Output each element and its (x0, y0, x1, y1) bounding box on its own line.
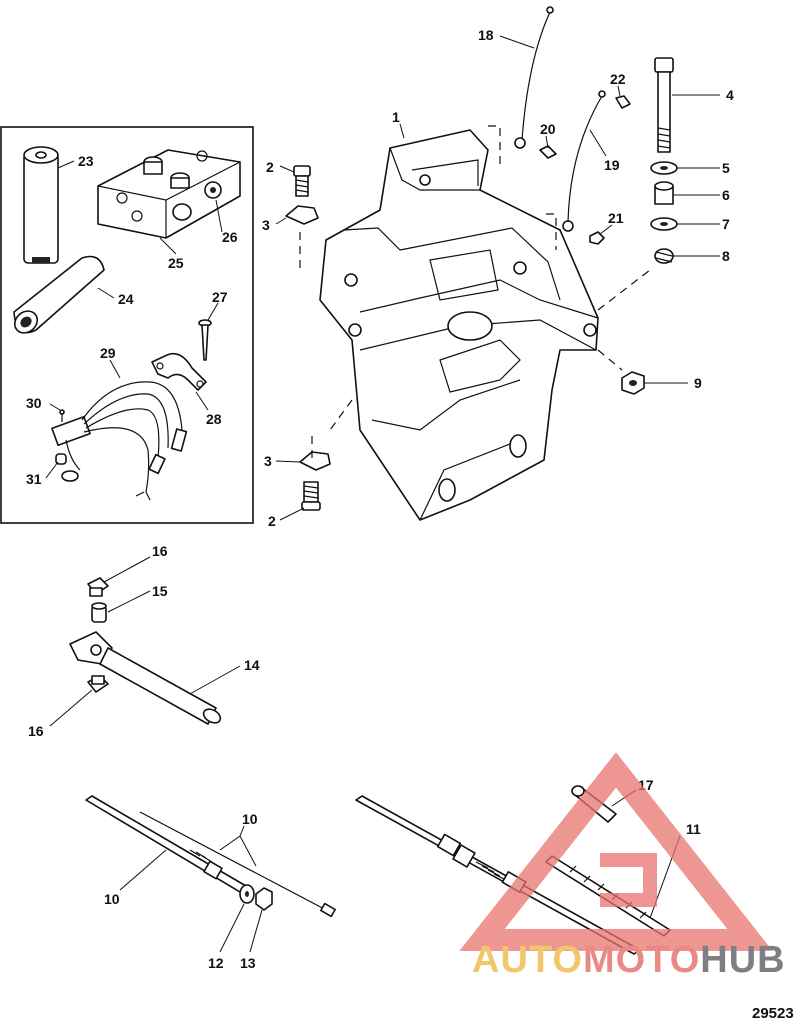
callout-4: 4 (726, 87, 734, 103)
assembly-line (488, 125, 501, 170)
callout-24: 24 (118, 291, 134, 307)
callout-20: 20 (540, 121, 556, 137)
callout-16-top: 16 (152, 543, 168, 559)
part-4-bolt (654, 57, 674, 153)
part-12-washer (239, 884, 255, 904)
assembly-line (546, 213, 557, 250)
callout-29: 29 (100, 345, 116, 361)
assembly-line (597, 269, 651, 311)
part-5-washer (650, 161, 678, 175)
watermark-text: AUTOMOTOHUB (472, 939, 786, 981)
part-3-clip-lower (299, 451, 331, 471)
part-23-cylinder (23, 146, 59, 264)
callout-10-left: 10 (104, 891, 120, 907)
part-9-nut (621, 371, 645, 395)
callout-5: 5 (722, 160, 730, 176)
callout-13: 13 (240, 955, 256, 971)
assembly-line (597, 349, 623, 371)
inset-box (0, 126, 254, 524)
callout-8: 8 (722, 248, 730, 264)
callout-3-upper: 3 (262, 217, 270, 233)
callout-23: 23 (78, 153, 94, 169)
callout-18: 18 (478, 27, 494, 43)
part-18-ground-strap (514, 6, 554, 149)
callout-19: 19 (604, 157, 620, 173)
callout-21: 21 (608, 210, 624, 226)
callout-14: 14 (244, 657, 260, 673)
part-29-wire-harness (51, 381, 188, 501)
callout-10-top: 10 (242, 811, 258, 827)
part-14-tube (69, 631, 222, 725)
callout-labels: 1 2 3 4 5 6 7 8 9 3 2 16 15 14 16 10 10 … (26, 27, 734, 971)
watermark-text-moto: MOTO (583, 939, 700, 981)
callout-31: 31 (26, 471, 42, 487)
part-22-screw (615, 95, 631, 109)
part-13-nut (255, 887, 273, 911)
callout-2-lower: 2 (268, 513, 276, 529)
callout-15: 15 (152, 583, 168, 599)
figure-number: 29523 (752, 1005, 794, 1022)
part-2-screw-upper (293, 165, 311, 197)
callout-6: 6 (722, 187, 730, 203)
part-10-rod-left (85, 795, 247, 893)
callout-3-lower: 3 (264, 453, 272, 469)
watermark-text-hub: HUB (700, 939, 785, 981)
callout-9: 9 (694, 375, 702, 391)
part-16-screw-top (87, 577, 109, 597)
part-27-screw (198, 319, 212, 361)
part-21-nut (589, 231, 605, 245)
callout-16-bottom: 16 (28, 723, 44, 739)
part-19-ground-strap (562, 90, 606, 232)
callout-1: 1 (392, 109, 400, 125)
part-1-mounting-bracket (319, 129, 599, 521)
part-25-valve-block (97, 149, 241, 239)
callout-12: 12 (208, 955, 224, 971)
part-15-insert (91, 602, 107, 623)
callout-22: 22 (610, 71, 626, 87)
callout-25: 25 (168, 255, 184, 271)
callout-7: 7 (722, 216, 730, 232)
assembly-line (329, 399, 353, 431)
part-16-screw-bottom (87, 675, 109, 693)
part-24-sleeve (13, 255, 105, 334)
part-20-screw (539, 145, 557, 159)
callout-2-upper: 2 (266, 159, 274, 175)
part-8-lock-washer (654, 248, 674, 264)
watermark-logo (459, 752, 773, 951)
part-7-washer (650, 217, 678, 231)
part-28-clamp (151, 352, 207, 391)
callout-11: 11 (686, 821, 701, 837)
callout-26: 26 (222, 229, 238, 245)
callout-28: 28 (206, 411, 222, 427)
part-3-clip-upper (285, 205, 319, 225)
watermark-text-auto: AUTO (472, 939, 583, 981)
callout-30: 30 (26, 395, 42, 411)
part-2-screw-lower (301, 481, 321, 511)
part-10-rod-right (139, 811, 336, 918)
callout-27: 27 (212, 289, 228, 305)
part-6-spacer (654, 181, 674, 205)
